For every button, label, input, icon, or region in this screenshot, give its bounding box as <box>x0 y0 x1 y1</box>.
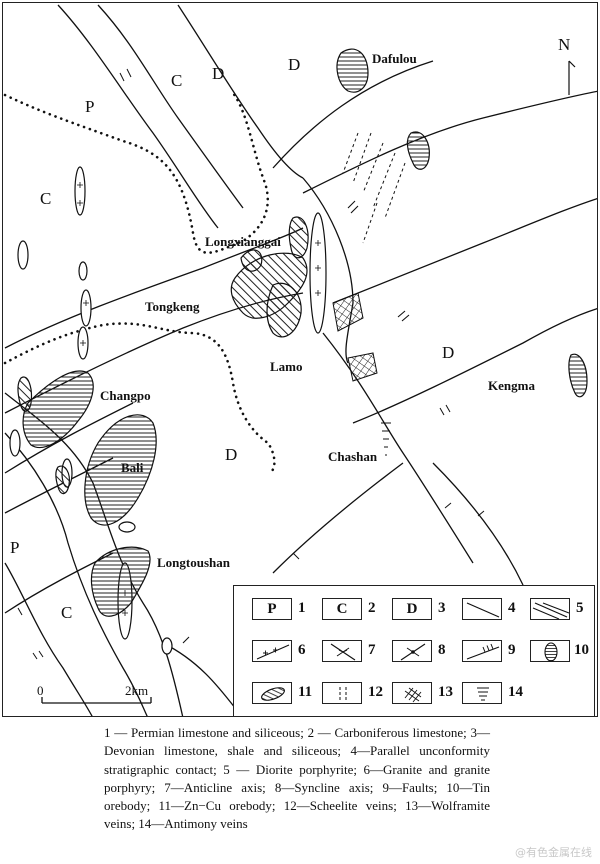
tin-orebodies <box>22 48 588 617</box>
legend-symbol-granite <box>252 640 292 662</box>
north-label: N <box>558 35 571 54</box>
legend-symbol-wolframite <box>392 682 432 704</box>
unit-c-west: C <box>40 189 52 208</box>
figure-caption: 1 — Permian limestone and siliceous; 2 —… <box>104 725 490 832</box>
legend-num: 4 <box>508 600 516 616</box>
unit-d-north1: D <box>212 64 225 83</box>
stratigraphic-contacts <box>4 4 474 716</box>
legend-symbol-unconformity <box>462 598 502 620</box>
place-kengma: Kengma <box>488 378 535 393</box>
geologic-map: N Dafulou Longxianggai Tongkeng Lamo Cha… <box>2 2 598 717</box>
north-arrow-icon <box>568 60 576 95</box>
legend-num: 5 <box>576 600 584 616</box>
place-changpo: Changpo <box>100 388 151 403</box>
legend-symbol-permian: P <box>252 598 292 620</box>
legend-num: 7 <box>368 642 376 658</box>
scale-end: 2km <box>125 683 149 698</box>
unit-c-north: C <box>171 71 183 90</box>
legend-num: 11 <box>298 684 313 700</box>
place-longtoushan: Longtoushan <box>157 555 230 570</box>
legend-num: 14 <box>508 684 523 700</box>
legend-symbol-zn-cu <box>252 682 292 704</box>
legend-symbol-tin <box>530 640 570 662</box>
place-lamo: Lamo <box>270 359 303 374</box>
legend-num: 10 <box>574 642 589 658</box>
legend-symbol-anticline <box>322 640 362 662</box>
legend-symbol-carboniferous: C <box>322 598 362 620</box>
fault-ticks <box>17 68 485 660</box>
legend-num: 8 <box>438 642 446 658</box>
place-chashan: Chashan <box>328 449 378 464</box>
fold-axis-markers <box>182 200 410 644</box>
zn-cu-orebodies <box>17 216 309 495</box>
legend-num: 2 <box>368 600 376 616</box>
unit-d-central: D <box>225 445 238 464</box>
place-longxianggai: Longxianggai <box>205 234 281 249</box>
legend: P 1 C 2 D 3 4 5 6 7 8 <box>233 585 595 716</box>
unit-d-east: D <box>442 343 455 362</box>
place-bali: Bali <box>121 460 144 475</box>
legend-symbol-text: D <box>406 601 418 617</box>
unit-p-southwest: P <box>10 538 20 557</box>
unconformity-contacts <box>3 91 276 475</box>
legend-num: 12 <box>368 684 383 700</box>
legend-symbol-syncline <box>392 640 432 662</box>
legend-symbol-scheelite <box>322 682 362 704</box>
legend-symbol-text: C <box>336 601 348 617</box>
legend-num: 13 <box>438 684 453 700</box>
legend-symbol-diorite <box>530 598 570 620</box>
place-tongkeng: Tongkeng <box>145 299 200 314</box>
watermark: @有色金属在线 <box>515 846 592 859</box>
legend-num: 6 <box>298 642 306 658</box>
scale-start: 0 <box>37 683 44 698</box>
legend-symbol-text: P <box>267 601 277 617</box>
unit-d-north2: D <box>288 55 301 74</box>
legend-symbol-fault <box>462 640 502 662</box>
antimony-veins <box>381 422 391 456</box>
legend-symbol-devonian: D <box>392 598 432 620</box>
unit-p-west: P <box>85 97 95 116</box>
place-dafulou: Dafulou <box>372 51 417 66</box>
scheelite-veins <box>342 132 406 244</box>
legend-num: 9 <box>508 642 516 658</box>
wolframite-veins <box>332 292 378 382</box>
legend-symbol-antimony <box>462 682 502 704</box>
legend-num: 3 <box>438 600 446 616</box>
unit-c-southwest: C <box>61 603 73 622</box>
map-drawing <box>3 4 597 716</box>
legend-num: 1 <box>298 600 306 616</box>
